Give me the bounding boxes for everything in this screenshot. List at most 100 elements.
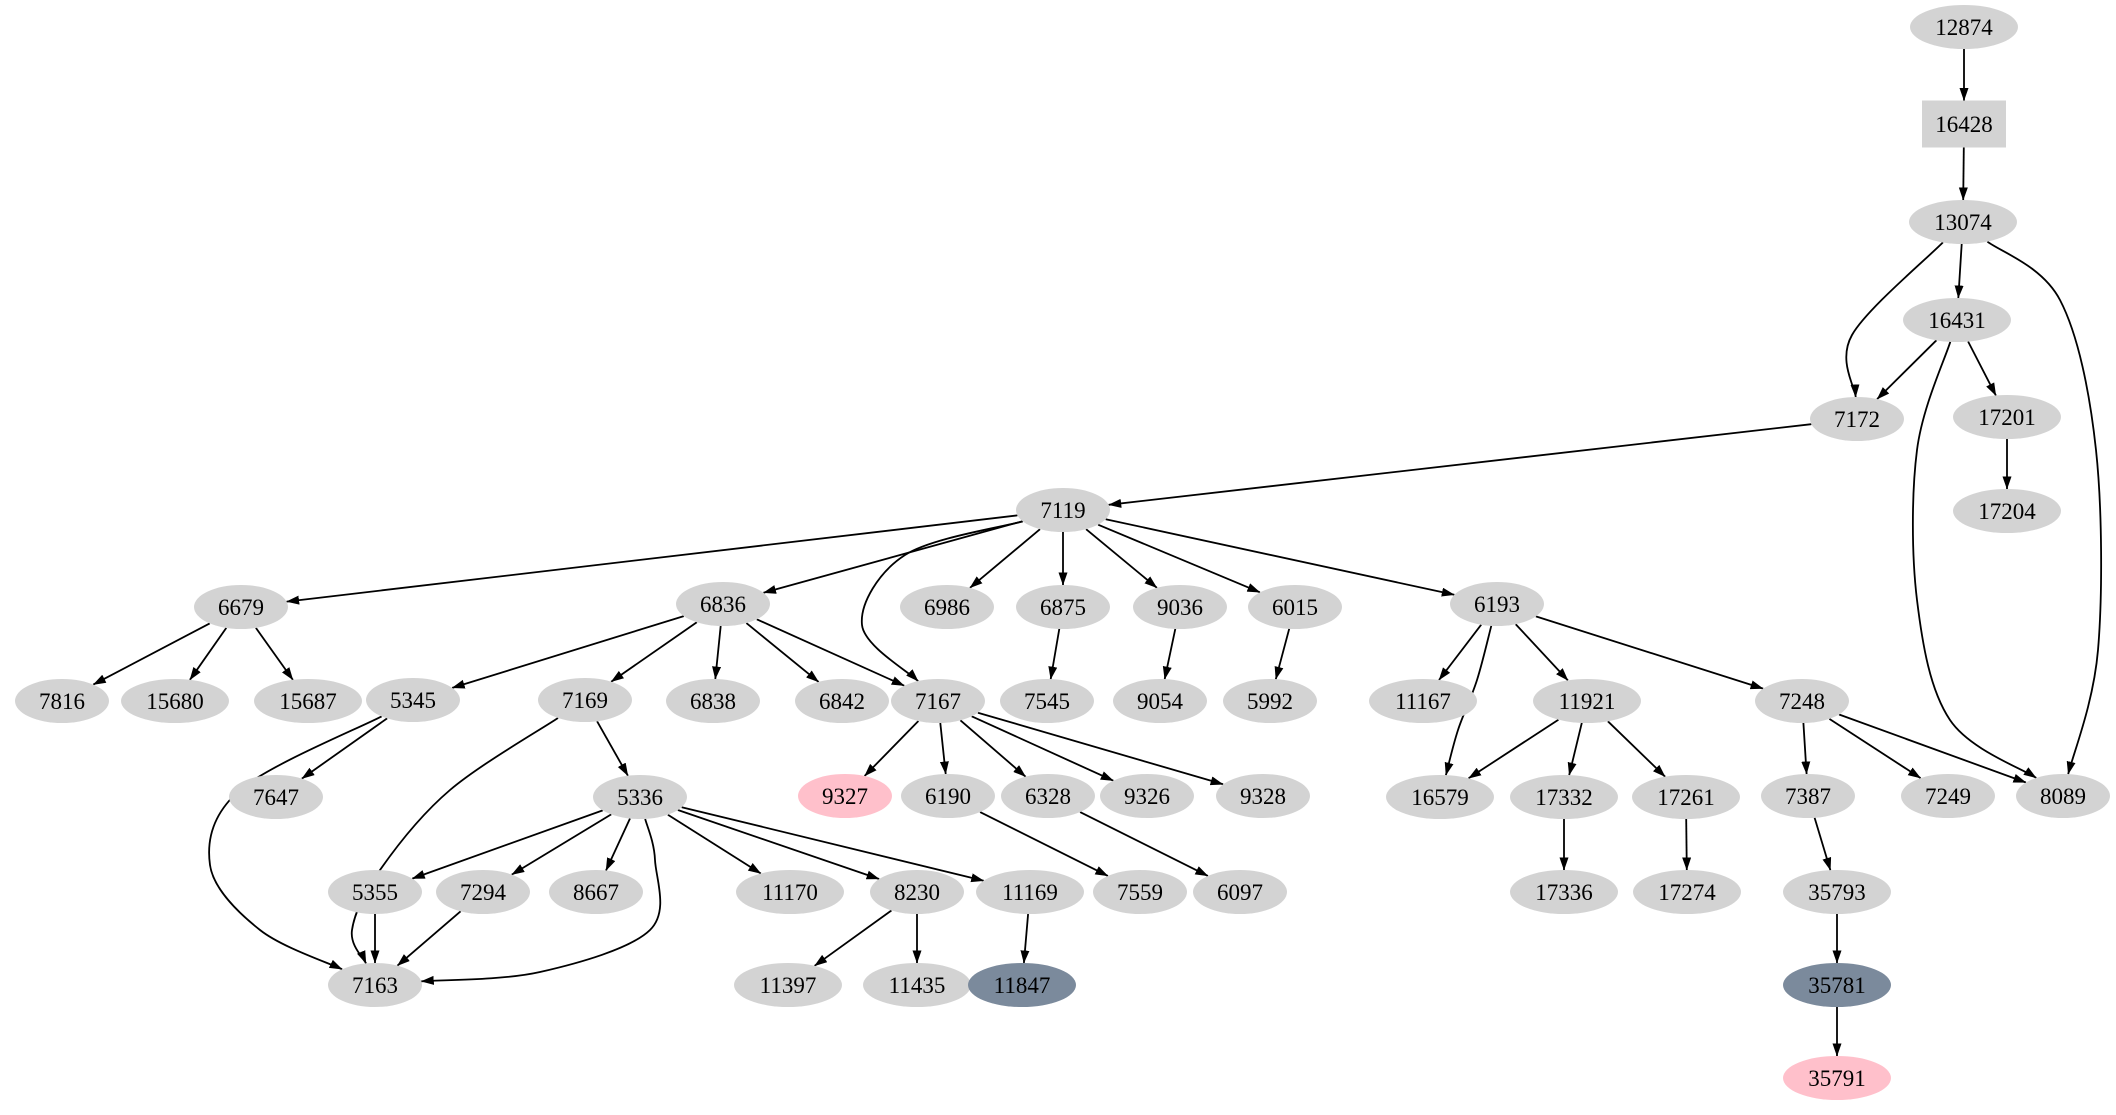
node-6193: 6193: [1450, 582, 1544, 626]
node-label-5355: 5355: [352, 880, 398, 905]
edge-6015-5992: [1274, 628, 1291, 680]
node-label-8089: 8089: [2040, 784, 2086, 809]
node-9326: 9326: [1100, 774, 1194, 818]
node-label-5345: 5345: [390, 688, 436, 713]
edge-7294-7163: [396, 910, 462, 967]
edge-6193-7248: [1535, 615, 1764, 690]
node-shape-17274: [1633, 870, 1741, 914]
edge-5336-11170: [667, 813, 762, 875]
node-shape-9326: [1100, 774, 1194, 818]
node-shape-8230: [870, 870, 964, 914]
edge-9036-9054: [1162, 628, 1177, 680]
edge-7119-6836: [763, 520, 1023, 594]
node-13074: 13074: [1909, 200, 2017, 244]
node-label-6836: 6836: [700, 592, 746, 617]
node-shape-5345: [366, 678, 460, 722]
edge-7167-6190: [939, 722, 949, 775]
node-label-7387: 7387: [1785, 784, 1831, 809]
node-7249: 7249: [1901, 774, 1995, 818]
node-shape-7248: [1755, 679, 1849, 723]
node-shape-11847: [968, 963, 1076, 1007]
node-label-6838: 6838: [690, 689, 736, 714]
edge-7119-6679: [286, 514, 1018, 605]
node-shape-7163: [328, 963, 422, 1007]
edge-5345-7647: [301, 717, 388, 780]
node-shape-5992: [1223, 679, 1317, 723]
edge-6679-15687: [255, 627, 294, 681]
node-7172: 7172: [1810, 397, 1904, 441]
node-shape-11921: [1533, 679, 1641, 723]
node-shape-11435: [863, 963, 971, 1007]
node-shape-6015: [1248, 585, 1342, 629]
node-label-6097: 6097: [1217, 880, 1263, 905]
node-17201: 17201: [1953, 395, 2061, 439]
edge-5336-7294: [511, 813, 612, 876]
edge-7387-35793: [1813, 817, 1832, 871]
node-label-8667: 8667: [573, 880, 619, 905]
edge-16431-8089: [1911, 341, 2037, 779]
node-label-35791: 35791: [1808, 1066, 1866, 1091]
edge-6836-7169: [610, 621, 698, 683]
node-label-6679: 6679: [218, 595, 264, 620]
node-shape-6193: [1450, 582, 1544, 626]
node-label-7559: 7559: [1117, 880, 1163, 905]
node-16431: 16431: [1903, 298, 2011, 342]
node-label-7163: 7163: [352, 973, 398, 998]
node-shape-7167: [891, 679, 985, 723]
node-8089: 8089: [2016, 774, 2110, 818]
node-shape-7387: [1761, 774, 1855, 818]
node-11170: 11170: [736, 870, 844, 914]
node-35791: 35791: [1783, 1056, 1891, 1100]
edge-16428-13074: [1958, 147, 1968, 201]
node-11397: 11397: [734, 963, 842, 1007]
node-label-17274: 17274: [1658, 880, 1716, 905]
node-label-6986: 6986: [924, 595, 970, 620]
node-label-6015: 6015: [1272, 595, 1318, 620]
edge-8230-11397: [814, 909, 892, 967]
node-shape-7559: [1093, 870, 1187, 914]
node-15680: 15680: [121, 679, 229, 723]
node-label-11397: 11397: [760, 973, 817, 998]
node-17261: 17261: [1632, 775, 1740, 819]
node-6190: 6190: [901, 774, 995, 818]
edge-11169-11847: [1020, 913, 1030, 964]
node-5355: 5355: [328, 870, 422, 914]
node-6842: 6842: [795, 679, 889, 723]
node-9327: 9327: [798, 774, 892, 818]
node-9328: 9328: [1216, 774, 1310, 818]
node-shape-8089: [2016, 774, 2110, 818]
node-shape-7647: [229, 775, 323, 819]
node-label-15687: 15687: [279, 689, 337, 714]
edge-11921-17332: [1567, 722, 1583, 776]
node-label-7119: 7119: [1040, 498, 1085, 523]
node-shape-12874: [1910, 5, 2018, 49]
edge-16431-17201: [1967, 341, 1997, 396]
node-label-35781: 35781: [1808, 973, 1866, 998]
edge-7167-9328: [977, 711, 1224, 786]
node-shape-9327: [798, 774, 892, 818]
node-shape-35791: [1783, 1056, 1891, 1100]
edge-6190-7559: [979, 811, 1109, 877]
node-shape-35793: [1783, 870, 1891, 914]
node-35793: 35793: [1783, 870, 1891, 914]
node-shape-9328: [1216, 774, 1310, 818]
edge-6193-11921: [1515, 623, 1569, 682]
node-15687: 15687: [254, 679, 362, 723]
node-5992: 5992: [1223, 679, 1317, 723]
node-shape-6838: [666, 679, 760, 723]
node-shape-16431: [1903, 298, 2011, 342]
node-shape-6836: [676, 582, 770, 626]
node-shape-6097: [1193, 870, 1287, 914]
node-9054: 9054: [1113, 679, 1207, 723]
node-label-11921: 11921: [1559, 689, 1616, 714]
node-shape-15687: [254, 679, 362, 723]
node-7294: 7294: [436, 870, 530, 914]
node-shape-7816: [15, 679, 109, 723]
node-9036: 9036: [1133, 585, 1227, 629]
node-shape-17261: [1632, 775, 1740, 819]
edge-6679-15680: [189, 627, 228, 681]
edge-13074-16431: [1954, 243, 1964, 299]
node-11167: 11167: [1369, 679, 1477, 723]
